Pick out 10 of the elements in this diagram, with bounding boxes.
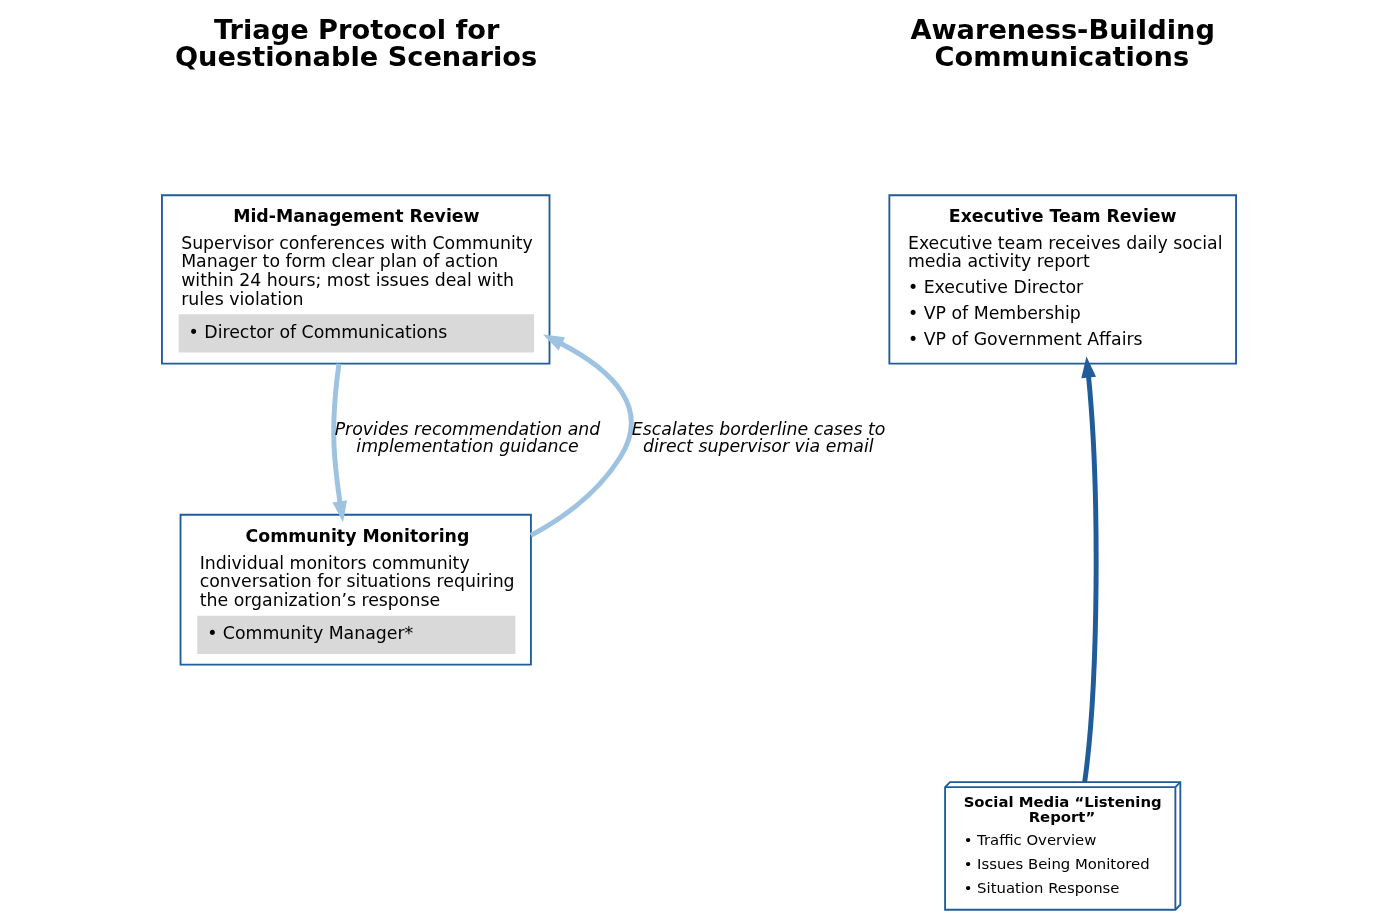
edge-label: Escalates borderline cases to direct supervisor via email — [631, 418, 885, 456]
label: Awareness-Building Communications — [909, 13, 1215, 73]
node-box: Community Monitoring Individual monitors community conversation for situations requiring the organization’s response • Community Manager* — [179, 513, 532, 666]
arrow — [1080, 356, 1099, 783]
arrow — [330, 363, 347, 523]
edge-label: Provides recommendation and implementation guidance — [334, 418, 600, 456]
arrow — [529, 334, 634, 538]
node-box: Mid-Management Review Supervisor conferences with Community Manager to form clear plan of action within 24 hours; most issues deal with rules violation • Director of Communications — [160, 194, 550, 365]
label: Triage Protocol for Questionable Scenarios — [174, 13, 537, 73]
node-box: Executive Team Review Executive team receives daily social media activity report • Executive Director • VP of Membership • VP of Government Affairs — [887, 194, 1237, 365]
